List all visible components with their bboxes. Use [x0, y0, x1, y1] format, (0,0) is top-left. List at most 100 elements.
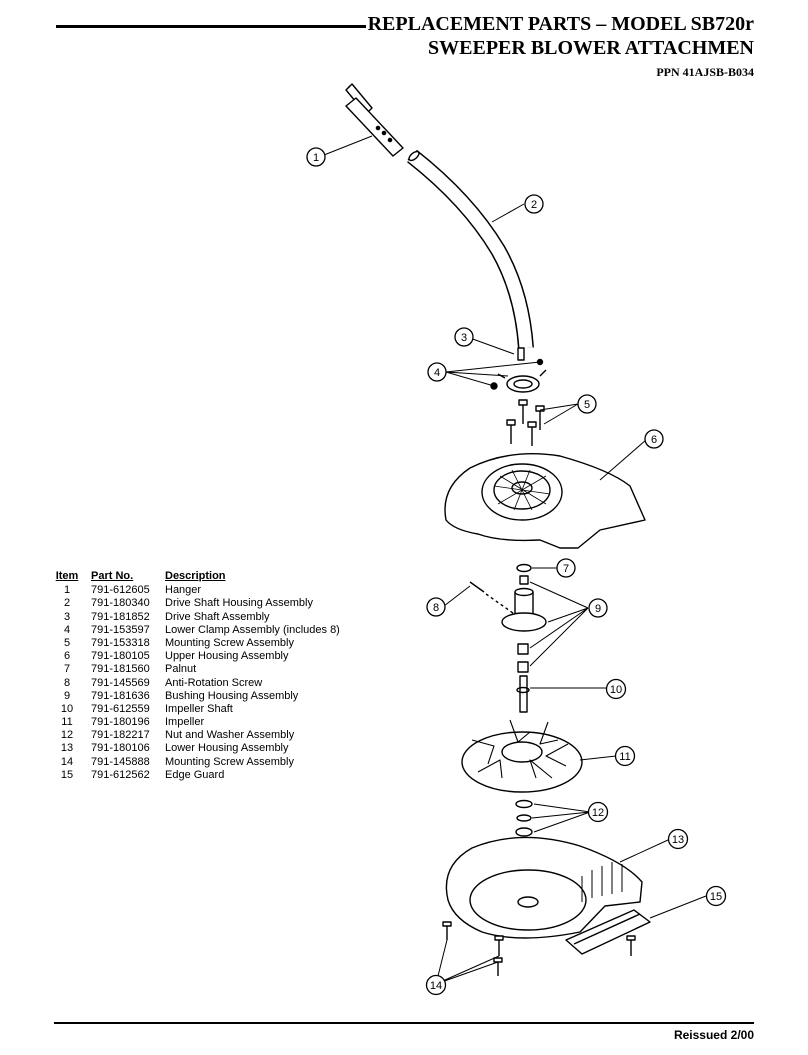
part-description: Lower Clamp Assembly (includes 8)	[165, 623, 340, 636]
svg-text:4: 4	[434, 367, 440, 379]
table-row: 3 791-181852 Drive Shaft Assembly	[54, 611, 384, 624]
page-subtitle: SWEEPER BLOWER ATTACHMEN	[428, 37, 754, 59]
part-number: 791-612559	[91, 702, 150, 715]
part-number: 791-153597	[91, 623, 150, 636]
part-number: 791-145888	[91, 755, 150, 768]
part-description: Impeller	[165, 716, 205, 729]
svg-text:12: 12	[592, 807, 604, 819]
page-title: REPLACEMENT PARTS – MODEL SB720r	[367, 13, 754, 35]
part-number: 791-145569	[91, 676, 150, 689]
nut-washer-drawing	[515, 799, 533, 837]
svg-text:7: 7	[563, 563, 569, 575]
svg-text:2: 2	[531, 199, 537, 211]
table-row: 11 791-180196 Impeller	[54, 716, 384, 729]
column-header-description: Description	[165, 570, 226, 582]
callout-2: 2	[524, 194, 544, 214]
callout-15: 15	[705, 885, 727, 907]
part-number: 791-180196	[91, 716, 150, 729]
part-description: Edge Guard	[165, 768, 225, 781]
item-number: 2	[63, 597, 71, 610]
lower-screws-drawing	[442, 921, 636, 976]
svg-text:11: 11	[619, 751, 630, 763]
item-number: 1	[63, 584, 71, 597]
item-number: 11	[61, 716, 73, 729]
callout-14: 14	[425, 974, 447, 996]
part-description: Lower Housing Assembly	[165, 742, 289, 755]
item-number: 5	[63, 636, 71, 649]
part-description: Drive Shaft Assembly	[165, 610, 270, 623]
callout-10: 10	[605, 678, 627, 700]
upper-housing-drawing	[444, 453, 646, 549]
impeller-drawing	[461, 719, 583, 793]
palnut-drawing	[516, 563, 532, 573]
part-description: Hanger	[165, 584, 202, 597]
callout-8: 8	[426, 597, 446, 617]
table-row: 12 791-182217 Nut and Washer Assembly	[54, 729, 384, 742]
item-number: 14	[60, 755, 74, 768]
callout-6: 6	[644, 429, 664, 449]
bushing-housing-drawing	[501, 575, 547, 673]
svg-text:9: 9	[595, 603, 601, 615]
part-description: Impeller Shaft	[165, 702, 233, 715]
part-description: Nut and Washer Assembly	[165, 729, 295, 742]
parts-table-header: Item Part No. Description	[54, 570, 384, 583]
part-number: 791-182217	[91, 729, 150, 742]
callout-13: 13	[667, 828, 689, 850]
svg-text:3: 3	[461, 332, 467, 344]
callout-1: 1	[306, 147, 326, 167]
table-row: 10 791-612559 Impeller Shaft	[54, 703, 384, 716]
part-number: 791-181636	[91, 689, 150, 702]
item-number: 8	[63, 676, 71, 689]
hanger-drawing	[345, 83, 404, 157]
item-number: 12	[60, 729, 74, 742]
reissue-note: Reissued 2/00	[673, 1028, 754, 1042]
part-description: Mounting Screw Assembly	[165, 755, 294, 768]
column-header-item: Item	[55, 570, 79, 582]
part-number: 791-180106	[91, 742, 150, 755]
svg-text:6: 6	[651, 434, 657, 446]
svg-text:10: 10	[610, 684, 622, 696]
svg-text:14: 14	[430, 980, 442, 992]
part-description: Upper Housing Assembly	[165, 650, 289, 663]
callout-3: 3	[454, 327, 474, 347]
callout-11: 11	[614, 745, 636, 767]
ppn-number: PPN 41AJSB-B034	[656, 65, 754, 79]
svg-text:1: 1	[313, 152, 319, 164]
drive-shaft-housing-drawing	[407, 149, 534, 349]
part-number: 791-612562	[91, 768, 150, 781]
svg-text:13: 13	[672, 834, 684, 846]
svg-text:5: 5	[584, 399, 590, 411]
part-number: 791-153318	[91, 636, 150, 649]
anti-rotation-screw-drawing	[469, 581, 521, 619]
lower-housing-drawing	[445, 836, 643, 939]
item-number: 3	[63, 610, 71, 623]
part-description: Drive Shaft Housing Assembly	[165, 597, 313, 610]
drive-shaft-drawing	[517, 347, 525, 361]
part-number: 791-181852	[91, 610, 150, 623]
impeller-shaft-drawing	[516, 675, 530, 713]
part-description: Mounting Screw Assembly	[165, 636, 294, 649]
callout-12: 12	[587, 801, 609, 823]
part-description: Bushing Housing Assembly	[165, 689, 299, 702]
table-row: 5 791-153318 Mounting Screw Assembly	[54, 637, 384, 650]
item-number: 6	[63, 650, 71, 663]
callout-9: 9	[588, 598, 608, 618]
mounting-screws-drawing	[506, 399, 545, 446]
table-row: 14 791-145888 Mounting Screw Assembly	[54, 756, 384, 769]
item-number: 10	[60, 702, 74, 715]
part-number: 791-181560	[91, 663, 150, 676]
table-row: 6 791-180105 Upper Housing Assembly	[54, 650, 384, 663]
part-number: 791-180105	[91, 650, 150, 663]
callout-4: 4	[427, 362, 447, 382]
